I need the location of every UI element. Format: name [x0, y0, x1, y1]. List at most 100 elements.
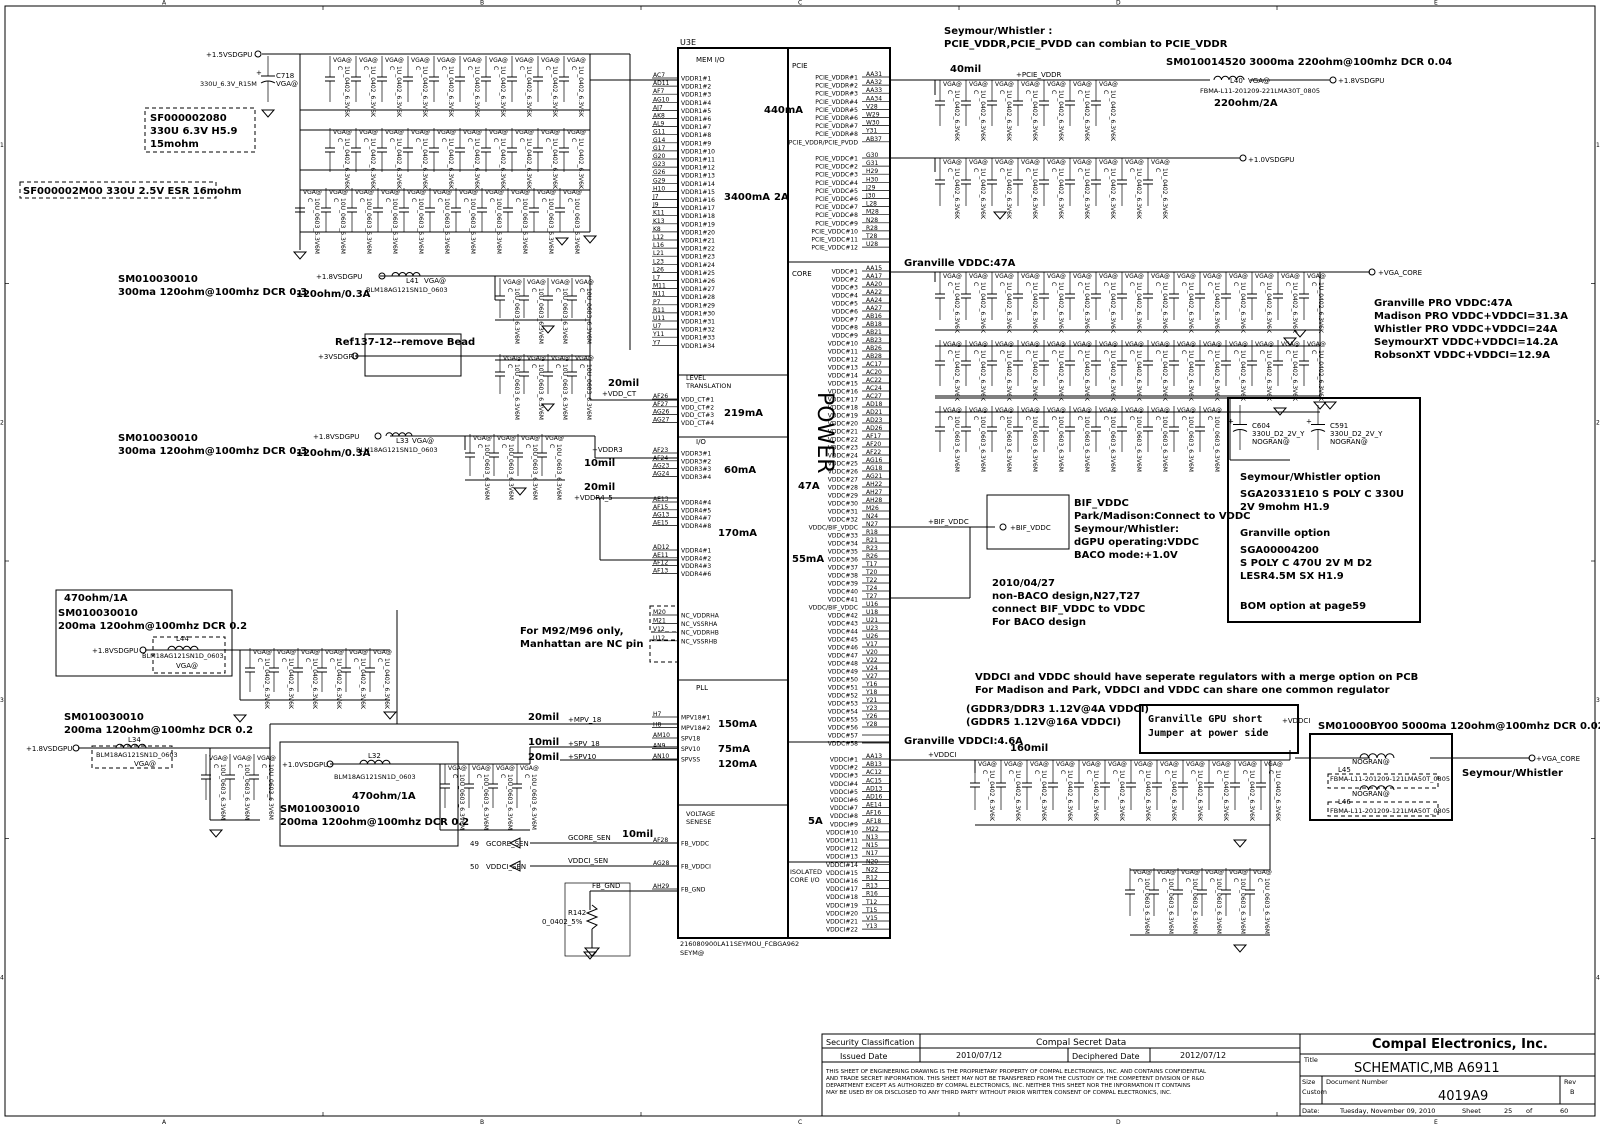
cap-value: 1U_0402_6.3V6K — [1135, 168, 1142, 220]
l46-part: FBMA-L11-201209-121LMA50T_0805 — [1330, 807, 1450, 815]
cap-value: 1U_0402_6.3V6K — [1066, 770, 1073, 822]
note-220ohm: 220ohm/2A — [1214, 98, 1278, 109]
ic-ball-id: V28 — [866, 103, 878, 110]
ic-pin-name: VDDC#50 — [828, 677, 858, 684]
note-sm010030010-c1: SM010030010 — [58, 608, 138, 619]
cap-value: 10U_0603_6.3V6M — [1135, 416, 1142, 472]
c718-val: 330U_6.3V_R15M — [200, 80, 257, 88]
cap-bom: VGA@ — [489, 129, 508, 136]
note-m92-b: Manhattan are NC pin — [520, 639, 643, 650]
cap-value: 10U_0603_6.3V6M — [1057, 416, 1064, 472]
cap-value: 10U_0603_6.3V6M — [469, 198, 476, 254]
cap-ref: C — [500, 444, 507, 448]
ic-ball-id: AA32 — [866, 79, 882, 86]
ic-ball-id: V27 — [866, 673, 878, 680]
net-gcore-sen-pg: 49 — [470, 840, 479, 848]
cap-bom: VGA@ — [407, 189, 426, 196]
ic-pin-name: PCIE_VDDR#1 — [815, 75, 858, 82]
ic-ball-id: M22 — [866, 826, 879, 833]
net-vddci-sen-pg: 50 — [470, 863, 479, 871]
ic-ball-id: N24 — [866, 513, 878, 520]
cap-ref: C — [530, 288, 537, 292]
frame-col-label: C — [798, 0, 802, 7]
cap-bom: VGA@ — [1205, 869, 1224, 876]
cap-bom: VGA@ — [253, 649, 272, 656]
ic-pin-name: VDDC#17 — [828, 397, 858, 404]
cap-bom: VGA@ — [1255, 341, 1274, 348]
ic-ball-id: AC15 — [866, 777, 882, 784]
ic-pin-name: VDDCI#8 — [830, 813, 858, 820]
ic-ball-id: AF27 — [653, 401, 668, 408]
cap-ref: C — [972, 282, 979, 286]
cur-2a: 2A — [774, 192, 789, 203]
note-short-2: Jumper at power side — [1148, 727, 1268, 739]
ic-ball-id: G29 — [653, 177, 665, 184]
ic-ball-id: R16 — [866, 891, 878, 898]
cap-ref: C — [570, 66, 577, 70]
cap-value: 10U_0603_6.3V6M — [585, 288, 592, 344]
cap-value: 1U_0402_6.3V6K — [525, 138, 532, 190]
note-box470-b: 470ohm/1A — [352, 791, 416, 802]
ground-symbol — [232, 714, 248, 723]
note-date-1: 2010/04/27 — [992, 578, 1055, 589]
ic-pin-name: VDDR1#29 — [681, 302, 715, 309]
frame-row-label: 2 — [0, 419, 4, 426]
cap-value: 10U_0603_6.3V6M — [555, 444, 562, 500]
ic-ball-id: AB28 — [866, 353, 882, 360]
tb-legal-4: MAY BE USED BY OR DISCLOSED TO ANY THIRD… — [826, 1090, 1172, 1096]
cap-bom: VGA@ — [473, 435, 492, 442]
ic-pin-name: VDDR1#16 — [681, 197, 715, 204]
ic-ball-id: N28 — [866, 217, 878, 224]
cap-ref: C — [946, 282, 953, 286]
cap-value: 10U_0603_6.3V6M — [482, 774, 489, 830]
ic-pin-name: VDDC#10 — [828, 341, 858, 348]
ic-ball-id: J9 — [652, 202, 659, 209]
cap-bom: VGA@ — [1021, 273, 1040, 280]
ic-pin-name: VDDCI#20 — [826, 910, 858, 917]
current-annotations: 440mA 3400mA 2A 219mA 60mA 170mA 47A 55m… — [528, 64, 1048, 840]
w-10mil-a: 10mil — [584, 458, 615, 469]
note-granville-vddc: Granville VDDC:47A — [904, 258, 1016, 269]
tb-security-value: Compal Secret Data — [1036, 1038, 1126, 1048]
note-opt-2: SGA20331E10 S POLY C 330U — [1240, 489, 1404, 500]
ground-symbol — [540, 403, 556, 412]
cap-value: 1U_0402_6.3V6K — [383, 658, 390, 710]
cap-bom: VGA@ — [496, 765, 515, 772]
ic-ball-id: AH28 — [866, 497, 882, 504]
cap-value: 1U_0402_6.3V6K — [979, 168, 986, 220]
ic-ball-id: AF23 — [653, 447, 668, 454]
cap-value: 10U_0603_6.3V6M — [1143, 878, 1150, 934]
ic-ball-id: M26 — [866, 505, 879, 512]
cap-ref: C — [1033, 770, 1040, 774]
ic-pin-name: VDDC#45 — [828, 637, 858, 644]
cap-value: 1U_0402_6.3V6K — [263, 658, 270, 710]
l41-ref: L41 — [406, 277, 419, 285]
cap-ref: C — [1128, 168, 1135, 172]
ic-ball-id: AA34 — [866, 95, 882, 102]
cap-ref: C — [981, 770, 988, 774]
ground-symbol — [540, 325, 556, 334]
ic-pin-name: VDDC#47 — [828, 653, 858, 660]
